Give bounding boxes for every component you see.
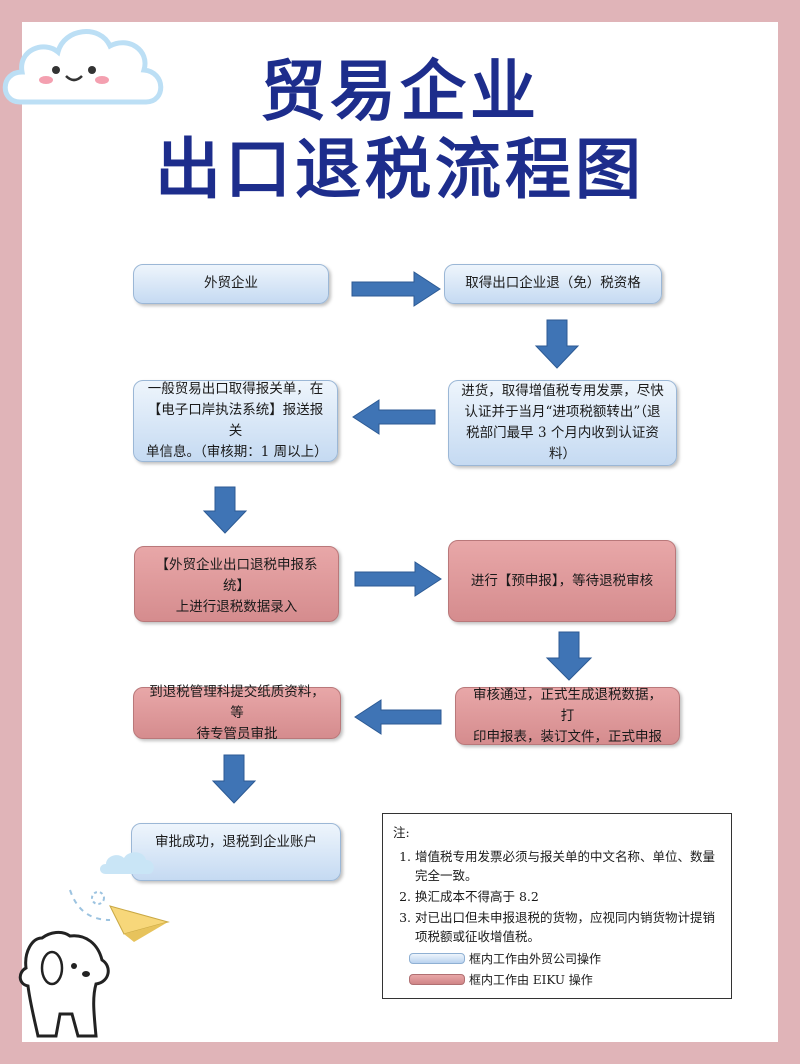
arrow-left-2	[354, 699, 442, 735]
notes-list: 增值税专用发票必须与报关单的中文名称、单位、数量完全一致。 换汇成本不得高于 8…	[393, 847, 721, 946]
cloud-face-icon	[2, 29, 164, 105]
arrow-left-1	[352, 399, 436, 435]
step-box-formal-declaration: 审核通过，正式生成退税数据，打 印申报表，装订文件，正式申报	[455, 687, 680, 745]
note-item: 换汇成本不得高于 8.2	[415, 887, 721, 906]
step-box-tax-refund-qualification: 取得出口企业退（免）税资格	[444, 264, 662, 304]
arrow-down-1	[534, 319, 580, 369]
legend-blue-label: 框内工作由外贸公司操作	[469, 952, 602, 966]
step-box-submit-paper-docs: 到退税管理科提交纸质资料，等 待专管员审批	[133, 684, 341, 742]
step-box-refund-success: 审批成功，退税到企业账户	[131, 823, 341, 881]
paper-plane-icon	[69, 889, 170, 942]
step-box-foreign-trade-enterprise: 外贸企业	[133, 264, 329, 304]
legend-red-swatch	[409, 974, 465, 985]
legend-blue: 框内工作由外贸公司操作	[409, 950, 721, 967]
step-box-pre-declaration: 进行【预申报】，等待退税审核	[448, 540, 676, 622]
arrow-down-2	[202, 486, 248, 534]
note-item: 对已出口但未申报退税的货物，应视同内销货物计提销项税额或征收增值税。	[415, 908, 721, 946]
legend-blue-swatch	[409, 953, 465, 964]
arrow-down-3	[545, 631, 593, 681]
dog-icon	[18, 930, 110, 1038]
arrow-right-1	[351, 271, 441, 307]
arrow-right-2	[354, 561, 442, 597]
note-item: 增值税专用发票必须与报关单的中文名称、单位、数量完全一致。	[415, 847, 721, 885]
small-cloud-icon	[100, 852, 154, 874]
page-title-line1: 贸易企业	[260, 53, 540, 130]
step-box-customs-declaration: 一般贸易出口取得报关单，在 【电子口岸执法系统】报送报关 单信息。（审核期：1 …	[133, 380, 338, 462]
step-box-purchase-invoice: 进货，取得增值税专用发票，尽快 认证并于当月“进项税额转出”（退 税部门最早 3…	[448, 380, 677, 466]
legend-red: 框内工作由 EIKU 操作	[409, 971, 721, 988]
page-title-line2: 出口退税流程图	[155, 131, 645, 208]
notes-heading: 注:	[393, 825, 410, 840]
arrow-down-4	[211, 754, 257, 804]
notes-panel: 注: 增值税专用发票必须与报关单的中文名称、单位、数量完全一致。 换汇成本不得高…	[382, 813, 732, 999]
legend-red-label: 框内工作由 EIKU 操作	[469, 973, 593, 987]
step-box-data-entry: 【外贸企业出口退税申报系统】 上进行退税数据录入	[134, 546, 339, 622]
